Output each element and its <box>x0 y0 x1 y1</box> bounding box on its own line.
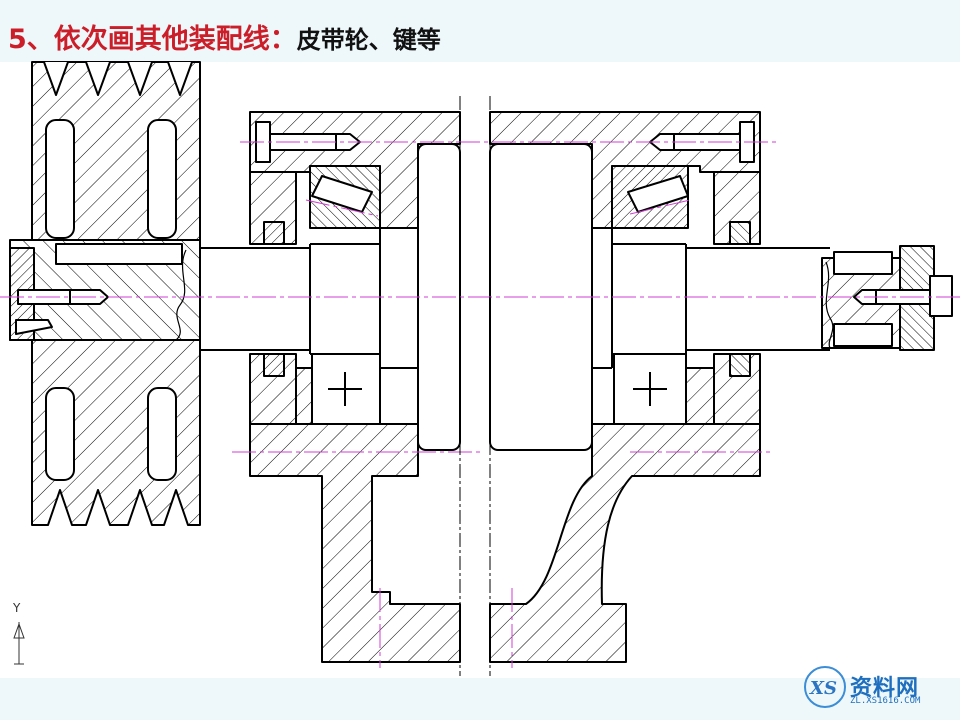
end-screw <box>17 289 109 305</box>
seal-right-bot <box>729 353 751 377</box>
bearing-left-roller <box>311 175 373 213</box>
watermark-url: ZL.XS1616.COM <box>850 696 921 706</box>
pulley-web-opening-top-r <box>147 119 177 239</box>
pulley-web-opening-bot <box>45 387 75 481</box>
pulley <box>9 61 201 526</box>
ucs-icon: Y <box>12 601 25 665</box>
end-nut <box>929 275 953 317</box>
coupling-slot-bot <box>833 323 893 347</box>
set-screw <box>15 319 53 335</box>
title-main: 5、依次画其他装配线： <box>8 24 297 55</box>
bearing-right-roller <box>627 175 689 213</box>
housing-inner-left <box>295 367 313 425</box>
seal-left-top <box>263 221 285 245</box>
slide-title: 5、依次画其他装配线：皮带轮、键等 <box>8 22 441 58</box>
housing-base-right <box>489 423 761 663</box>
seal-right-top <box>729 221 751 245</box>
ucs-axis-label: Y <box>12 601 21 615</box>
housing-inner-right <box>685 367 715 425</box>
pulley-web-opening-bot-r <box>147 387 177 481</box>
coupling-break <box>825 261 834 349</box>
coupling-slot-top <box>833 251 893 275</box>
pulley-top-grooves <box>43 61 193 96</box>
seal-left-bot <box>263 353 285 377</box>
watermark-logo-icon: XS <box>804 666 846 708</box>
watermark-text: 资料网 <box>850 676 920 701</box>
pulley-break-curve <box>175 249 187 341</box>
watermark: XS 资料网 ZL.XS1616.COM <box>800 662 950 714</box>
watermark-logo-letters: XS <box>809 678 837 699</box>
housing-left <box>249 111 461 663</box>
right-coupling <box>821 245 953 351</box>
centerline-right-bearing <box>629 199 691 215</box>
title-sub: 皮带轮、键等 <box>296 26 441 54</box>
key <box>55 243 183 265</box>
centerline-left-bearing <box>305 199 379 217</box>
pulley-web-opening-top <box>45 119 75 239</box>
housing-right <box>489 111 761 663</box>
housing-base-left <box>249 423 461 663</box>
